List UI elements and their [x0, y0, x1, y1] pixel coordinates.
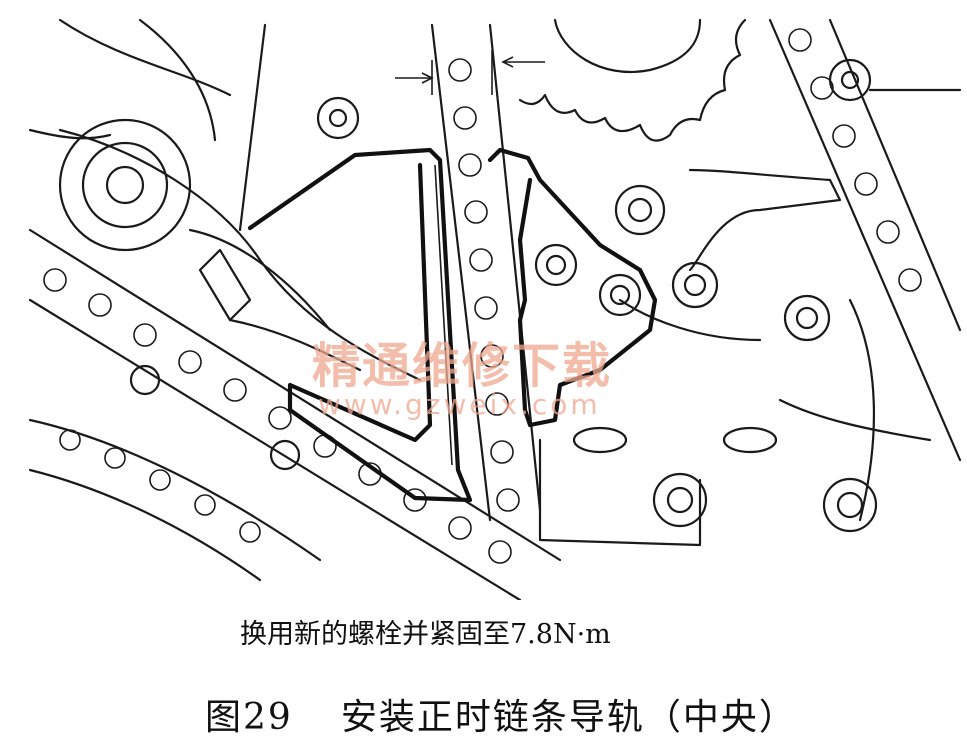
bottom-chain: [28, 418, 322, 582]
tensioner-arm: [58, 128, 422, 382]
diagonal-chain-lower: [28, 228, 562, 600]
diagonal-chain-right: [788, 28, 922, 292]
watermark-url: www.gzweix.com: [318, 388, 601, 421]
timing-chain-diagram: [28, 18, 962, 600]
figure-caption: 图29 安装正时链条导轨（中央）: [205, 688, 797, 740]
vertical-chain: [430, 23, 542, 522]
watermark-chinese: 精通维修下载: [312, 338, 613, 394]
camshaft-sprocket: [518, 18, 747, 142]
guide-bolts: [534, 243, 642, 317]
torque-note: 换用新的螺栓并紧固至7.8N·m: [240, 619, 611, 650]
pulley-left: [58, 118, 192, 252]
figure-title: 安装正时链条导轨（中央）: [340, 697, 797, 738]
bolts: [129, 58, 878, 533]
clearance-arrows: [395, 50, 545, 95]
figure-number: 图29: [205, 697, 293, 738]
center-chain-guide: [247, 147, 658, 503]
